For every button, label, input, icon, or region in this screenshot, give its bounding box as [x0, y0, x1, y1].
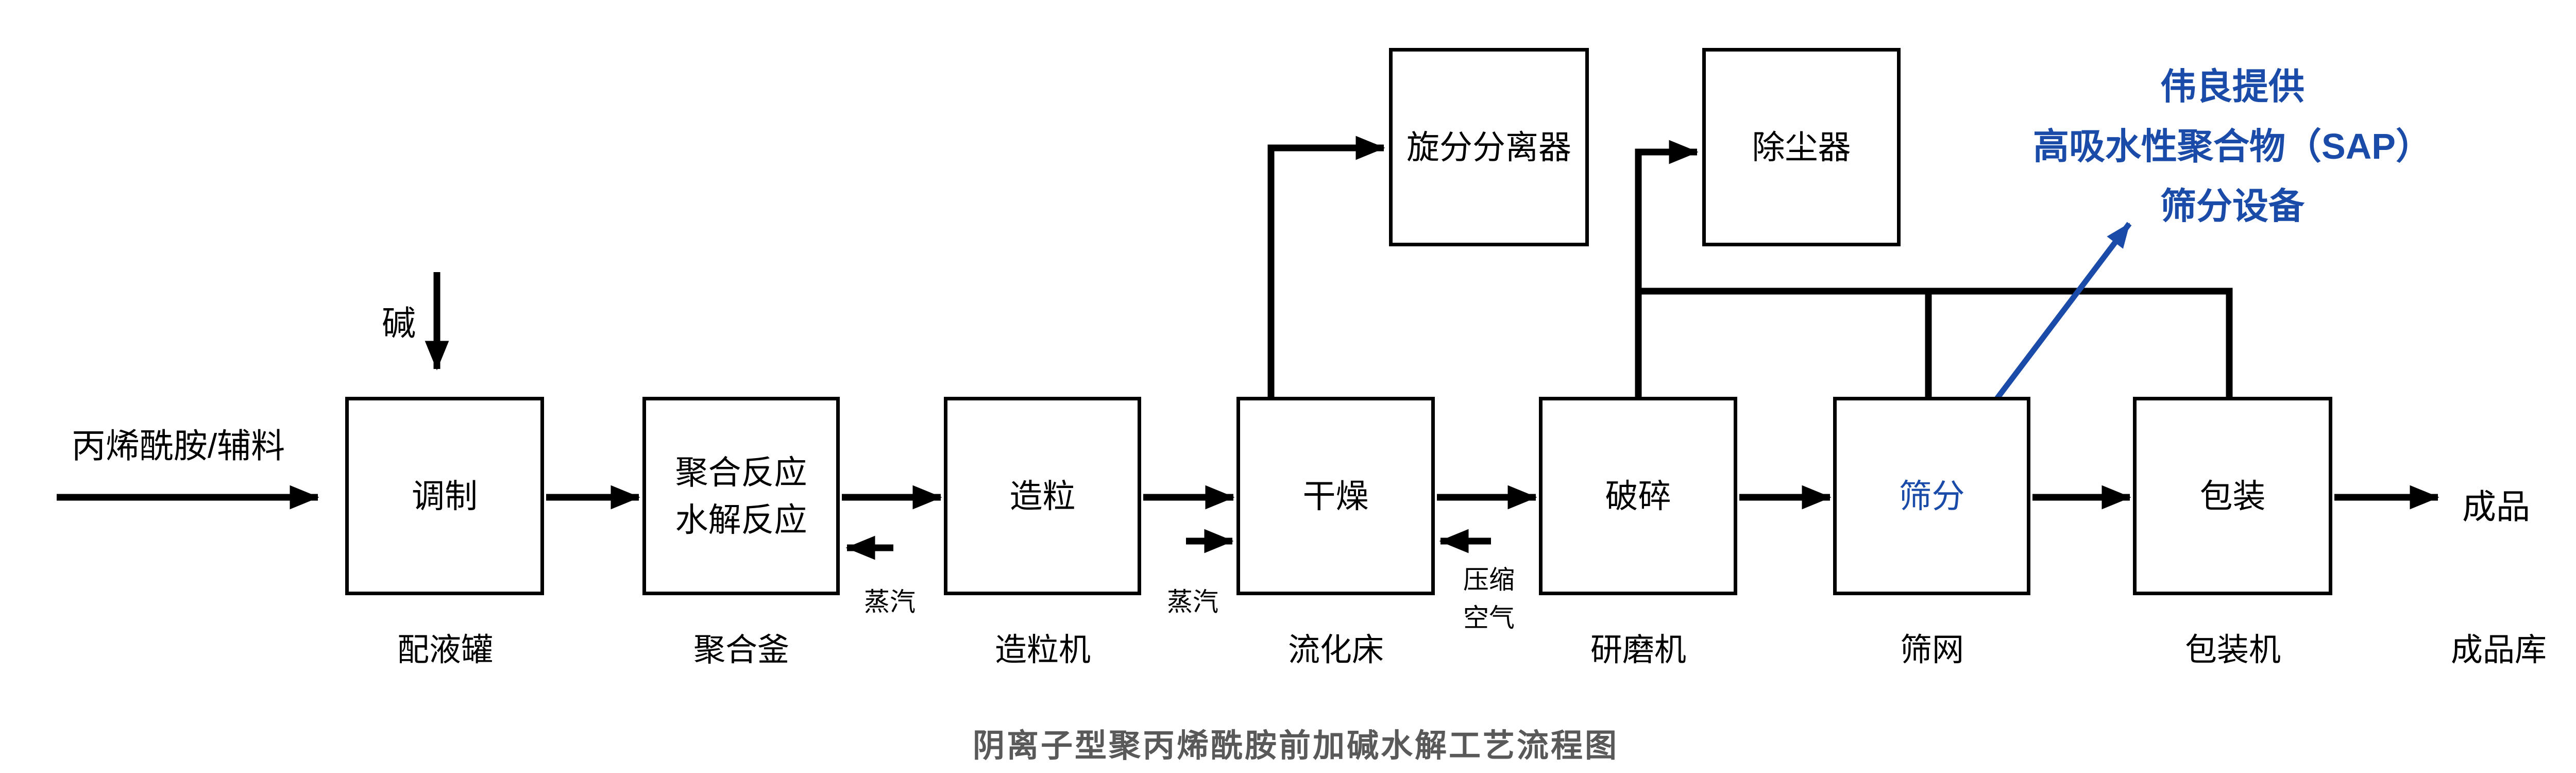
equipment-label-polymerization-kettle: 聚合釜 [693, 632, 789, 668]
steam-label-ganzao: 蒸汽 [1167, 587, 1218, 616]
process-box-label: 除尘器 [1752, 128, 1851, 166]
process-box-polymerization: 聚合反应 水解反应 [642, 397, 840, 595]
vendor-callout-line2: 高吸水性聚合物（SAP） [2033, 126, 2432, 166]
vendor-callout: 伟良提供 高吸水性聚合物（SAP） 筛分设备 [1975, 57, 2490, 236]
equipment-label-packaging-machine: 包装机 [2184, 632, 2281, 668]
compressed-air-label: 压缩 空气 [1437, 561, 1540, 637]
process-box-dust-collector: 除尘器 [1702, 48, 1901, 246]
duct-ganzao-xuanfeng [1267, 136, 1385, 398]
diagram-caption: 阴离子型聚丙烯酰胺前加碱水解工艺流程图 [972, 728, 1619, 764]
vendor-callout-line3: 筛分设备 [2160, 186, 2304, 226]
process-box-label: 包装 [2199, 477, 2266, 515]
process-box-blending: 调制 [345, 397, 544, 595]
feed-stream-label: 丙烯酰胺/辅料 [71, 427, 285, 465]
duct-posui-chuchen [1635, 140, 1699, 398]
steam-label-juhe: 蒸汽 [864, 587, 916, 616]
equipment-label-fluidized-bed: 流化床 [1287, 632, 1384, 668]
process-box-crushing: 破碎 [1539, 397, 1737, 595]
compressed-air-line2: 空气 [1463, 603, 1515, 632]
process-box-granulation: 造粒 [944, 397, 1141, 595]
alkali-stream-label: 碱 [382, 304, 416, 342]
compressed-air-line1: 压缩 [1463, 565, 1515, 594]
process-box-label: 造粒 [1009, 477, 1076, 515]
process-box-cyclone-separator: 旋分分离器 [1389, 48, 1589, 246]
equipment-label-screen-mesh: 筛网 [1900, 632, 1964, 668]
equipment-label-liquid-tank: 配液罐 [397, 632, 493, 668]
process-box-screening: 筛分 [1833, 397, 2030, 595]
process-box-label-line1: 聚合反应 [675, 453, 807, 491]
equipment-label-grinder: 研磨机 [1590, 632, 1686, 668]
process-box-label: 干燥 [1302, 477, 1369, 515]
process-box-label: 旋分分离器 [1406, 128, 1571, 166]
duct-overhead [1638, 288, 2233, 397]
equipment-label-granulator: 造粒机 [994, 632, 1091, 668]
warehouse-label: 成品库 [2450, 632, 2547, 668]
vendor-callout-line1: 伟良提供 [2160, 66, 2304, 107]
process-box-label: 破碎 [1605, 477, 1671, 515]
process-box-label: 筛分 [1899, 477, 1965, 515]
process-box-label-line2: 水解反应 [675, 501, 807, 539]
process-box-label: 调制 [412, 477, 478, 515]
process-box-drying: 干燥 [1236, 397, 1435, 595]
product-label: 成品 [2462, 488, 2530, 526]
process-box-packaging: 包装 [2133, 397, 2332, 595]
